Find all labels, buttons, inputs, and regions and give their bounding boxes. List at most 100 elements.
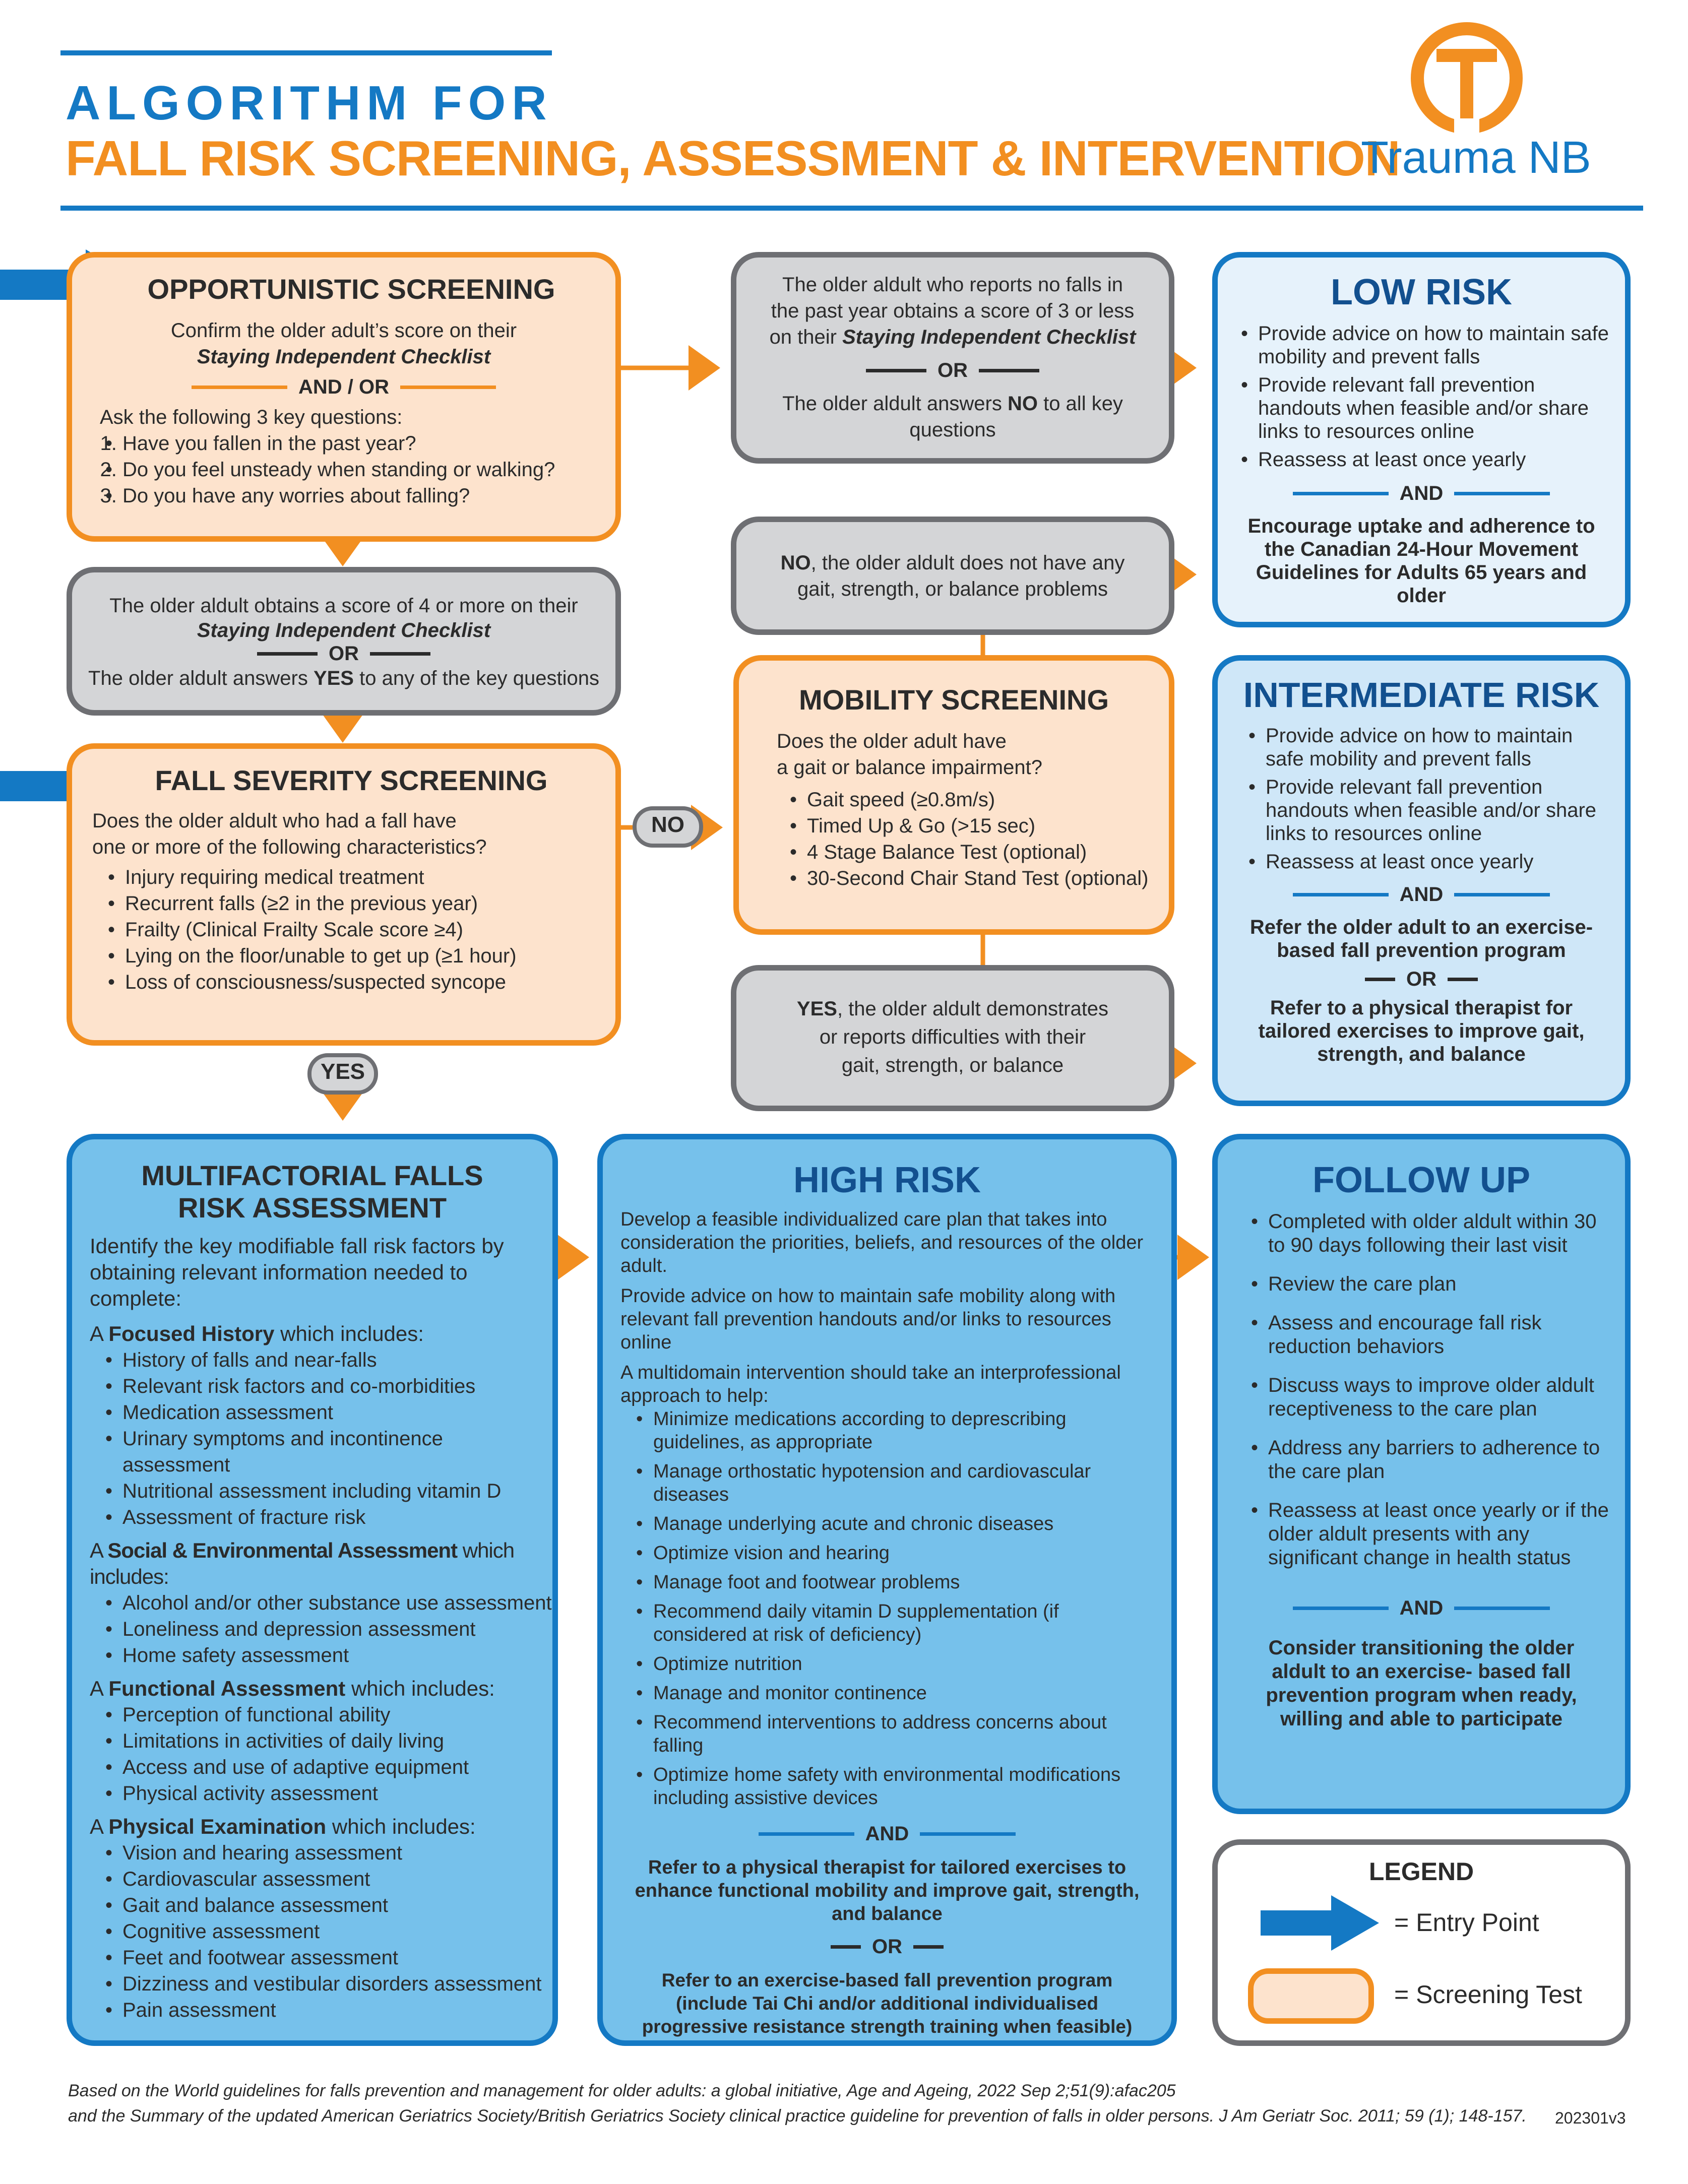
nofalls-no-answers: The older aldult answers NO to all key q… (782, 393, 1123, 441)
multifactorial-title-2: RISK ASSESSMENT (177, 1192, 447, 1224)
trauma-nb-logo-icon (1411, 22, 1523, 139)
and-separator: AND (603, 1821, 1171, 1847)
yes-pill: YES (307, 1053, 378, 1095)
score4-checklist-name: Staying Independent Checklist (197, 619, 491, 641)
low-risk-item: Provide relevant fall prevention handout… (1241, 373, 1610, 443)
assessment-item: Cognitive assessment (105, 1918, 552, 1945)
legend-title: LEGEND (1368, 1857, 1474, 1886)
or-separator: OR (736, 357, 1169, 383)
key-question: Do you have any worries about falling? (105, 483, 615, 509)
opportunistic-screening-box: OPPORTUNISTIC SCREENING Confirm the olde… (67, 252, 621, 542)
intervention-item: Recommend interventions to address conce… (636, 1711, 1156, 1757)
and-or-separator: AND / OR (72, 374, 615, 400)
ask-questions-label: Ask the following 3 key questions: (100, 406, 403, 428)
or-separator: OR (603, 1934, 1171, 1960)
intermediate-refer-pt: Refer to a physical therapist for tailor… (1258, 997, 1585, 1065)
assessment-item: Assessment of fracture risk (105, 1504, 552, 1530)
assessment-item: Nutritional assessment including vitamin… (105, 1478, 552, 1504)
low-risk-item: Provide advice on how to maintain safe m… (1241, 322, 1610, 368)
social-environmental-heading: A Social & Environmental Assessment whic… (90, 1538, 515, 1588)
legend-screening-test-label: = Screening Test (1394, 1980, 1582, 2009)
title-line-1: ALGORITHM FOR (66, 76, 553, 130)
key-question: Do you feel unsteady when standing or wa… (105, 457, 615, 483)
intervention-item: Manage and monitor continence (636, 1682, 1156, 1705)
high-risk-multidomain: A multidomain intervention should take a… (620, 1362, 1121, 1406)
high-risk-care-plan: Develop a feasible individualized care p… (620, 1209, 1144, 1276)
footer-citation-1: Based on the World guidelines for falls … (68, 2081, 1176, 2100)
mobility-intro-2: a gait or balance impairment? (777, 756, 1042, 779)
mobility-intro-1: Does the older adult have (777, 730, 1007, 752)
focused-history-heading: A Focused History which includes: (90, 1322, 424, 1345)
severity-intro-2: one or more of the following characteris… (92, 836, 487, 858)
follow-up-item: Completed with older aldult within 30 to… (1251, 1210, 1610, 1257)
assessment-item: Home safety assessment (105, 1642, 552, 1668)
intermediate-refer-program: Refer the older adult to an exercise-bas… (1249, 916, 1593, 961)
noproblems-line-2: gait, strength, or balance problems (797, 578, 1108, 600)
assessment-item: Urinary symptoms and incontinence assess… (105, 1426, 552, 1478)
or-separator: OR (72, 642, 615, 665)
intervention-item: Recommend daily vitamin D supplementatio… (636, 1600, 1156, 1646)
intervention-item: Manage underlying acute and chronic dise… (636, 1512, 1156, 1535)
low-risk-item: Reassess at least once yearly (1241, 448, 1610, 471)
severity-intro-1: Does the older aldult who had a fall hav… (92, 810, 457, 832)
score4-text: The older aldult obtains a score of 4 or… (109, 595, 578, 617)
opportunistic-checklist-name: Staying Independent Checklist (197, 346, 491, 368)
focused-history-list: History of falls and near-falls Relevant… (72, 1347, 552, 1530)
high-risk-interventions-list: Minimize medications according to depres… (603, 1407, 1171, 1810)
assessment-item: History of falls and near-falls (105, 1347, 552, 1373)
intervention-item: Manage foot and footwear problems (636, 1571, 1156, 1594)
fall-severity-screening-box: FALL SEVERITY SCREENING Does the older a… (67, 743, 621, 1046)
no-falls-box: The older aldult who reports no falls in… (731, 252, 1174, 464)
intermediate-risk-item: Provide relevant fall prevention handout… (1248, 776, 1610, 845)
follow-up-item: Address any barriers to adherence to the… (1251, 1436, 1610, 1484)
assessment-item: Gait and balance assessment (105, 1892, 552, 1918)
severity-item: Recurrent falls (≥2 in the previous year… (108, 890, 615, 917)
multifactorial-intro: Identify the key modifiable fall risk fa… (90, 1234, 504, 1310)
nofalls-line-1: The older aldult who reports no falls in (782, 274, 1123, 296)
assessment-item: Alcohol and/or other substance use asses… (105, 1590, 552, 1616)
difficulties-line-1: YES, the older aldult demonstrates (796, 998, 1109, 1020)
or-separator: OR (1218, 966, 1625, 992)
low-risk-encourage: Encourage uptake and adherence to the Ca… (1247, 515, 1595, 607)
severity-item: Lying on the floor/unable to get up (≥1 … (108, 943, 615, 969)
noproblems-line-1: NO, the older aldult does not have any (780, 552, 1125, 574)
intermediate-risk-title: INTERMEDIATE RISK (1243, 675, 1600, 715)
high-risk-advice: Provide advice on how to maintain safe m… (620, 1286, 1116, 1353)
no-gait-problems-box: NO, the older aldult does not have any g… (731, 517, 1174, 635)
severity-item: Frailty (Clinical Frailty Scale score ≥4… (108, 917, 615, 943)
assessment-item: Feet and footwear assessment (105, 1945, 552, 1971)
key-question: Have you fallen in the past year? (105, 430, 615, 457)
follow-up-item: Review the care plan (1251, 1272, 1610, 1296)
assessment-item: Access and use of adaptive equipment (105, 1754, 552, 1780)
yes-difficulties-box: YES, the older aldult demonstrates or re… (731, 965, 1174, 1111)
screening-test-swatch-icon (1248, 1968, 1374, 2024)
follow-up-title: FOLLOW UP (1312, 1160, 1530, 1200)
follow-up-list: Completed with older aldult within 30 to… (1218, 1210, 1625, 1570)
opportunistic-screening-title: OPPORTUNISTIC SCREENING (147, 273, 555, 305)
low-risk-box: LOW RISK Provide advice on how to mainta… (1212, 252, 1631, 627)
high-risk-title: HIGH RISK (793, 1160, 981, 1200)
legend-entry-point-label: = Entry Point (1394, 1908, 1539, 1937)
intervention-item: Optimize nutrition (636, 1652, 1156, 1676)
follow-up-consider: Consider transitioning the older aldult … (1266, 1637, 1577, 1730)
physical-examination-list: Vision and hearing assessment Cardiovasc… (72, 1840, 552, 2023)
score-4-or-more-box: The older aldult obtains a score of 4 or… (67, 567, 621, 716)
intermediate-risk-box: INTERMEDIATE RISK Provide advice on how … (1212, 655, 1631, 1106)
and-separator: AND (1218, 1595, 1625, 1621)
low-risk-title: LOW RISK (1331, 272, 1512, 312)
follow-up-box: FOLLOW UP Completed with older aldult wi… (1212, 1134, 1631, 1814)
assessment-item: Physical activity assessment (105, 1780, 552, 1807)
key-questions-list: Have you fallen in the past year? Do you… (72, 430, 615, 509)
multifactorial-assessment-box: MULTIFACTORIAL FALLS RISK ASSESSMENT Ide… (67, 1134, 558, 2046)
assessment-item: Cardiovascular assessment (105, 1866, 552, 1892)
assessment-item: Limitations in activities of daily livin… (105, 1728, 552, 1754)
follow-up-item: Assess and encourage fall risk reduction… (1251, 1311, 1610, 1359)
high-risk-box: HIGH RISK Develop a feasible individuali… (597, 1134, 1177, 2046)
mobility-screening-box: MOBILITY SCREENING Does the older adult … (733, 655, 1174, 935)
legend-box: LEGEND = Entry Point = Screening Test (1212, 1839, 1631, 2046)
footer-version-code: 202301v3 (1555, 2109, 1626, 2127)
and-separator: AND (1218, 881, 1625, 908)
intermediate-risk-item: Reassess at least once yearly (1248, 850, 1610, 873)
intervention-item: Manage orthostatic hypotension and cardi… (636, 1460, 1156, 1506)
top-rule (60, 50, 552, 55)
